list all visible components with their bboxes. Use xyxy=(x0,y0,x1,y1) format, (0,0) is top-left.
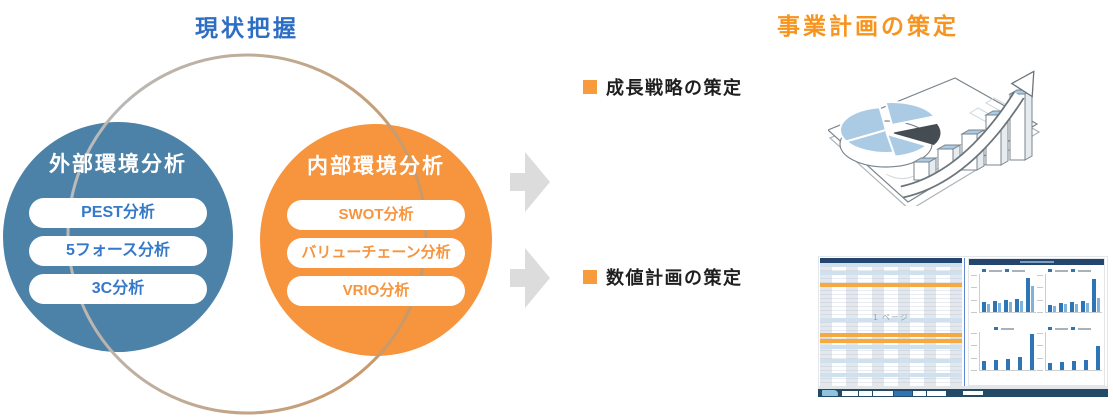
sheet-tab xyxy=(873,390,893,396)
mini-chart-legend xyxy=(993,325,1014,332)
mini-bar-chart-4 xyxy=(1045,332,1102,371)
mini-chart-cell xyxy=(1037,325,1102,382)
bullet-numeric-plan-label: 数値計画の策定 xyxy=(606,268,743,288)
growth-chart-illustration xyxy=(828,70,1040,206)
table-highlight-row xyxy=(820,339,962,343)
sheet-scrollbar xyxy=(818,386,1108,389)
mini-chart-cell xyxy=(971,325,1036,382)
table-highlight-row xyxy=(820,263,962,267)
pill-3c-analysis: 3C分析 xyxy=(29,274,207,304)
sheet-tab-bar xyxy=(818,389,1108,397)
external-analysis-content: 外部環境分析 PEST分析 5フォース分析 3C分析 xyxy=(29,148,207,304)
mini-chart-legend xyxy=(982,267,1025,274)
sheet-charts-pane xyxy=(968,258,1105,386)
flow-arrow-2 xyxy=(510,248,550,308)
table-highlight-row xyxy=(820,345,962,349)
business-plan-title: 事業計画の策定 xyxy=(777,13,959,39)
mini-chart-legend xyxy=(1048,267,1091,274)
external-analysis-title: 外部環境分析 xyxy=(49,153,187,176)
table-highlight-row xyxy=(820,373,962,377)
table-highlight-row xyxy=(820,359,962,363)
flow-arrow-1 xyxy=(510,152,550,212)
mini-bar-chart-1 xyxy=(979,274,1036,313)
mini-chart-legend xyxy=(1048,325,1091,332)
bullet-growth-strategy-label: 成長戦略の策定 xyxy=(606,78,743,98)
page-break-line xyxy=(964,258,965,386)
orange-square-bullet-icon xyxy=(583,80,597,94)
pill-pest-analysis: PEST分析 xyxy=(29,198,207,228)
mini-charts-grid xyxy=(969,265,1104,384)
spreadsheet-thumbnail: 1 ページ xyxy=(818,256,1108,397)
bullet-growth-strategy: 成長戦略の策定 xyxy=(583,74,743,100)
sheet-logo-icon xyxy=(822,390,838,396)
charts-pane-title-bar xyxy=(969,259,1104,265)
mini-bar-chart-3 xyxy=(979,332,1036,371)
bullet-numeric-plan: 数値計画の策定 xyxy=(583,264,743,290)
pill-value-chain-analysis: バリューチェーン分析 xyxy=(287,238,465,268)
growth-arrow-part xyxy=(900,70,1035,199)
orange-square-bullet-icon xyxy=(583,270,597,284)
sheet-tab xyxy=(927,390,946,396)
table-highlight-row xyxy=(820,333,962,337)
sheet-table-rows xyxy=(820,263,962,386)
sheet-table-pane: 1 ページ xyxy=(820,258,962,386)
pill-five-forces-analysis: 5フォース分析 xyxy=(29,236,207,266)
page-watermark: 1 ページ xyxy=(873,313,909,322)
table-highlight-row xyxy=(820,318,962,322)
pill-vrio-analysis: VRIO分析 xyxy=(287,276,465,306)
sheet-tab xyxy=(842,390,858,396)
sheet-tab xyxy=(859,390,872,396)
internal-analysis-title: 内部環境分析 xyxy=(307,155,445,178)
sheet-tab xyxy=(913,390,926,396)
pie-chart-part xyxy=(839,100,941,168)
table-highlight-row xyxy=(820,283,962,287)
mini-bar-chart-2 xyxy=(1045,274,1102,313)
sheet-table-header xyxy=(820,258,962,263)
mini-chart-cell xyxy=(1037,267,1102,324)
sheet-tab-active xyxy=(894,390,912,396)
table-highlight-row xyxy=(820,271,962,275)
mini-chart-cell xyxy=(971,267,1036,324)
current-state-title: 現状把握 xyxy=(195,15,299,41)
pill-swot-analysis: SWOT分析 xyxy=(287,200,465,230)
internal-analysis-content: 内部環境分析 SWOT分析 バリューチェーン分析 VRIO分析 xyxy=(287,150,465,306)
sheet-tab-scroll xyxy=(963,391,983,395)
